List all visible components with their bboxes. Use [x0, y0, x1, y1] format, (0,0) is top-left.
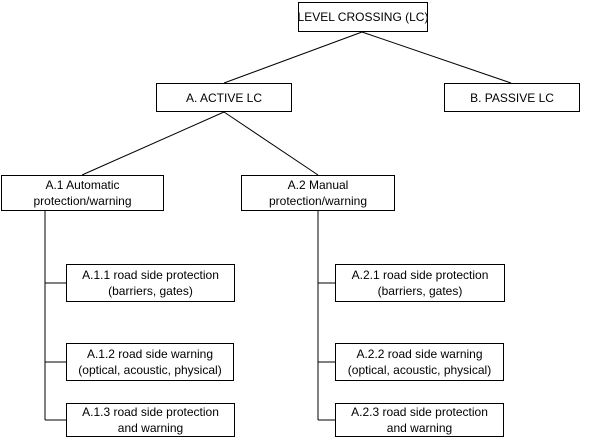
connector-root-active [223, 31, 363, 84]
node-active-lc: A. ACTIVE LC [156, 83, 292, 112]
node-label-line: protection/warning [268, 194, 368, 208]
node-a1-2-warning: A.1.2 road side warning (optical, acoust… [66, 343, 234, 381]
node-label-line: A.1.1 road side protection [82, 268, 219, 282]
node-level-crossing: LEVEL CROSSING (LC) [298, 2, 428, 32]
node-label-line: (optical, acoustic, physical) [347, 363, 492, 377]
connector-active-a1 [81, 111, 225, 176]
node-label-line: and warning [117, 421, 184, 435]
node-label-line: and warning [386, 421, 453, 435]
node-label-line: (barriers, gates) [377, 284, 463, 298]
node-label-line: (barriers, gates) [108, 284, 193, 298]
node-label-line: A.1 Automatic [45, 178, 120, 192]
node-label-line: A.2 Manual [287, 178, 349, 192]
node-label-line: LEVEL CROSSING (LC) [297, 10, 429, 24]
connector-root-passive [361, 31, 512, 84]
node-a1-1-protection: A.1.1 road side protection (barriers, ga… [66, 264, 235, 302]
node-label-line: A.1.2 road side warning [86, 347, 214, 361]
node-label-line: A.2.1 road side protection [351, 268, 489, 282]
node-a2-manual: A.2 Manual protection/warning [241, 175, 395, 211]
node-label-line: A.2.2 road side warning [356, 347, 483, 361]
node-label-line: (optical, acoustic, physical) [78, 363, 222, 377]
connector-active-a2 [223, 111, 319, 176]
node-a2-1-protection: A.2.1 road side protection (barriers, ga… [335, 264, 505, 302]
node-a2-3-protection-warning: A.2.3 road side protection and warning [335, 403, 504, 437]
node-a1-automatic: A.1 Automatic protection/warning [1, 175, 164, 211]
node-label-line: A.2.3 road side protection [351, 405, 488, 419]
node-label-line: A.1.3 road side protection [82, 405, 219, 419]
node-passive-lc: B. PASSIVE LC [444, 83, 580, 112]
node-a2-2-warning: A.2.2 road side warning (optical, acoust… [335, 343, 504, 381]
node-label-line: B. PASSIVE LC [470, 90, 554, 105]
node-label-line: protection/warning [33, 194, 132, 208]
node-label-line: A. ACTIVE LC [185, 90, 263, 105]
node-a1-3-protection-warning: A.1.3 road side protection and warning [66, 403, 235, 437]
